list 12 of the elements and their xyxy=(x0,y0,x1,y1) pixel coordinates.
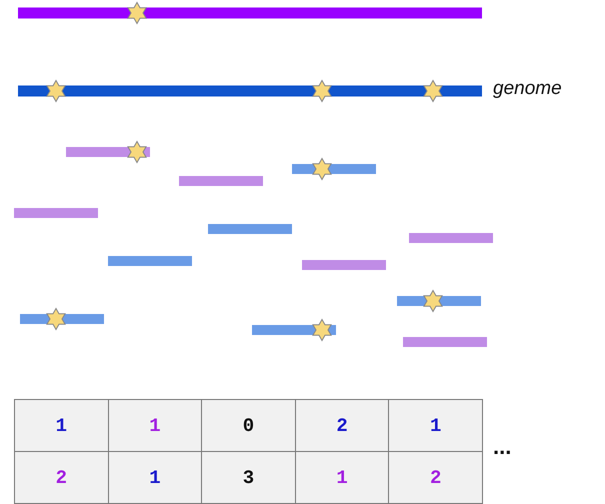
count-cell: 1 xyxy=(388,399,483,452)
count-cell: 3 xyxy=(201,451,296,504)
count-cell: 2 xyxy=(388,451,483,504)
count-cell: 2 xyxy=(294,399,390,452)
count-cell: 1 xyxy=(294,451,390,504)
ellipsis-text: ... xyxy=(493,434,512,460)
count-cell: 2 xyxy=(14,451,109,504)
genome-label: genome xyxy=(493,78,562,100)
count-cell: 1 xyxy=(108,399,202,452)
count-cell: 1 xyxy=(108,451,202,504)
count-cell: 1 xyxy=(14,399,109,452)
count-cell: 0 xyxy=(201,399,296,452)
